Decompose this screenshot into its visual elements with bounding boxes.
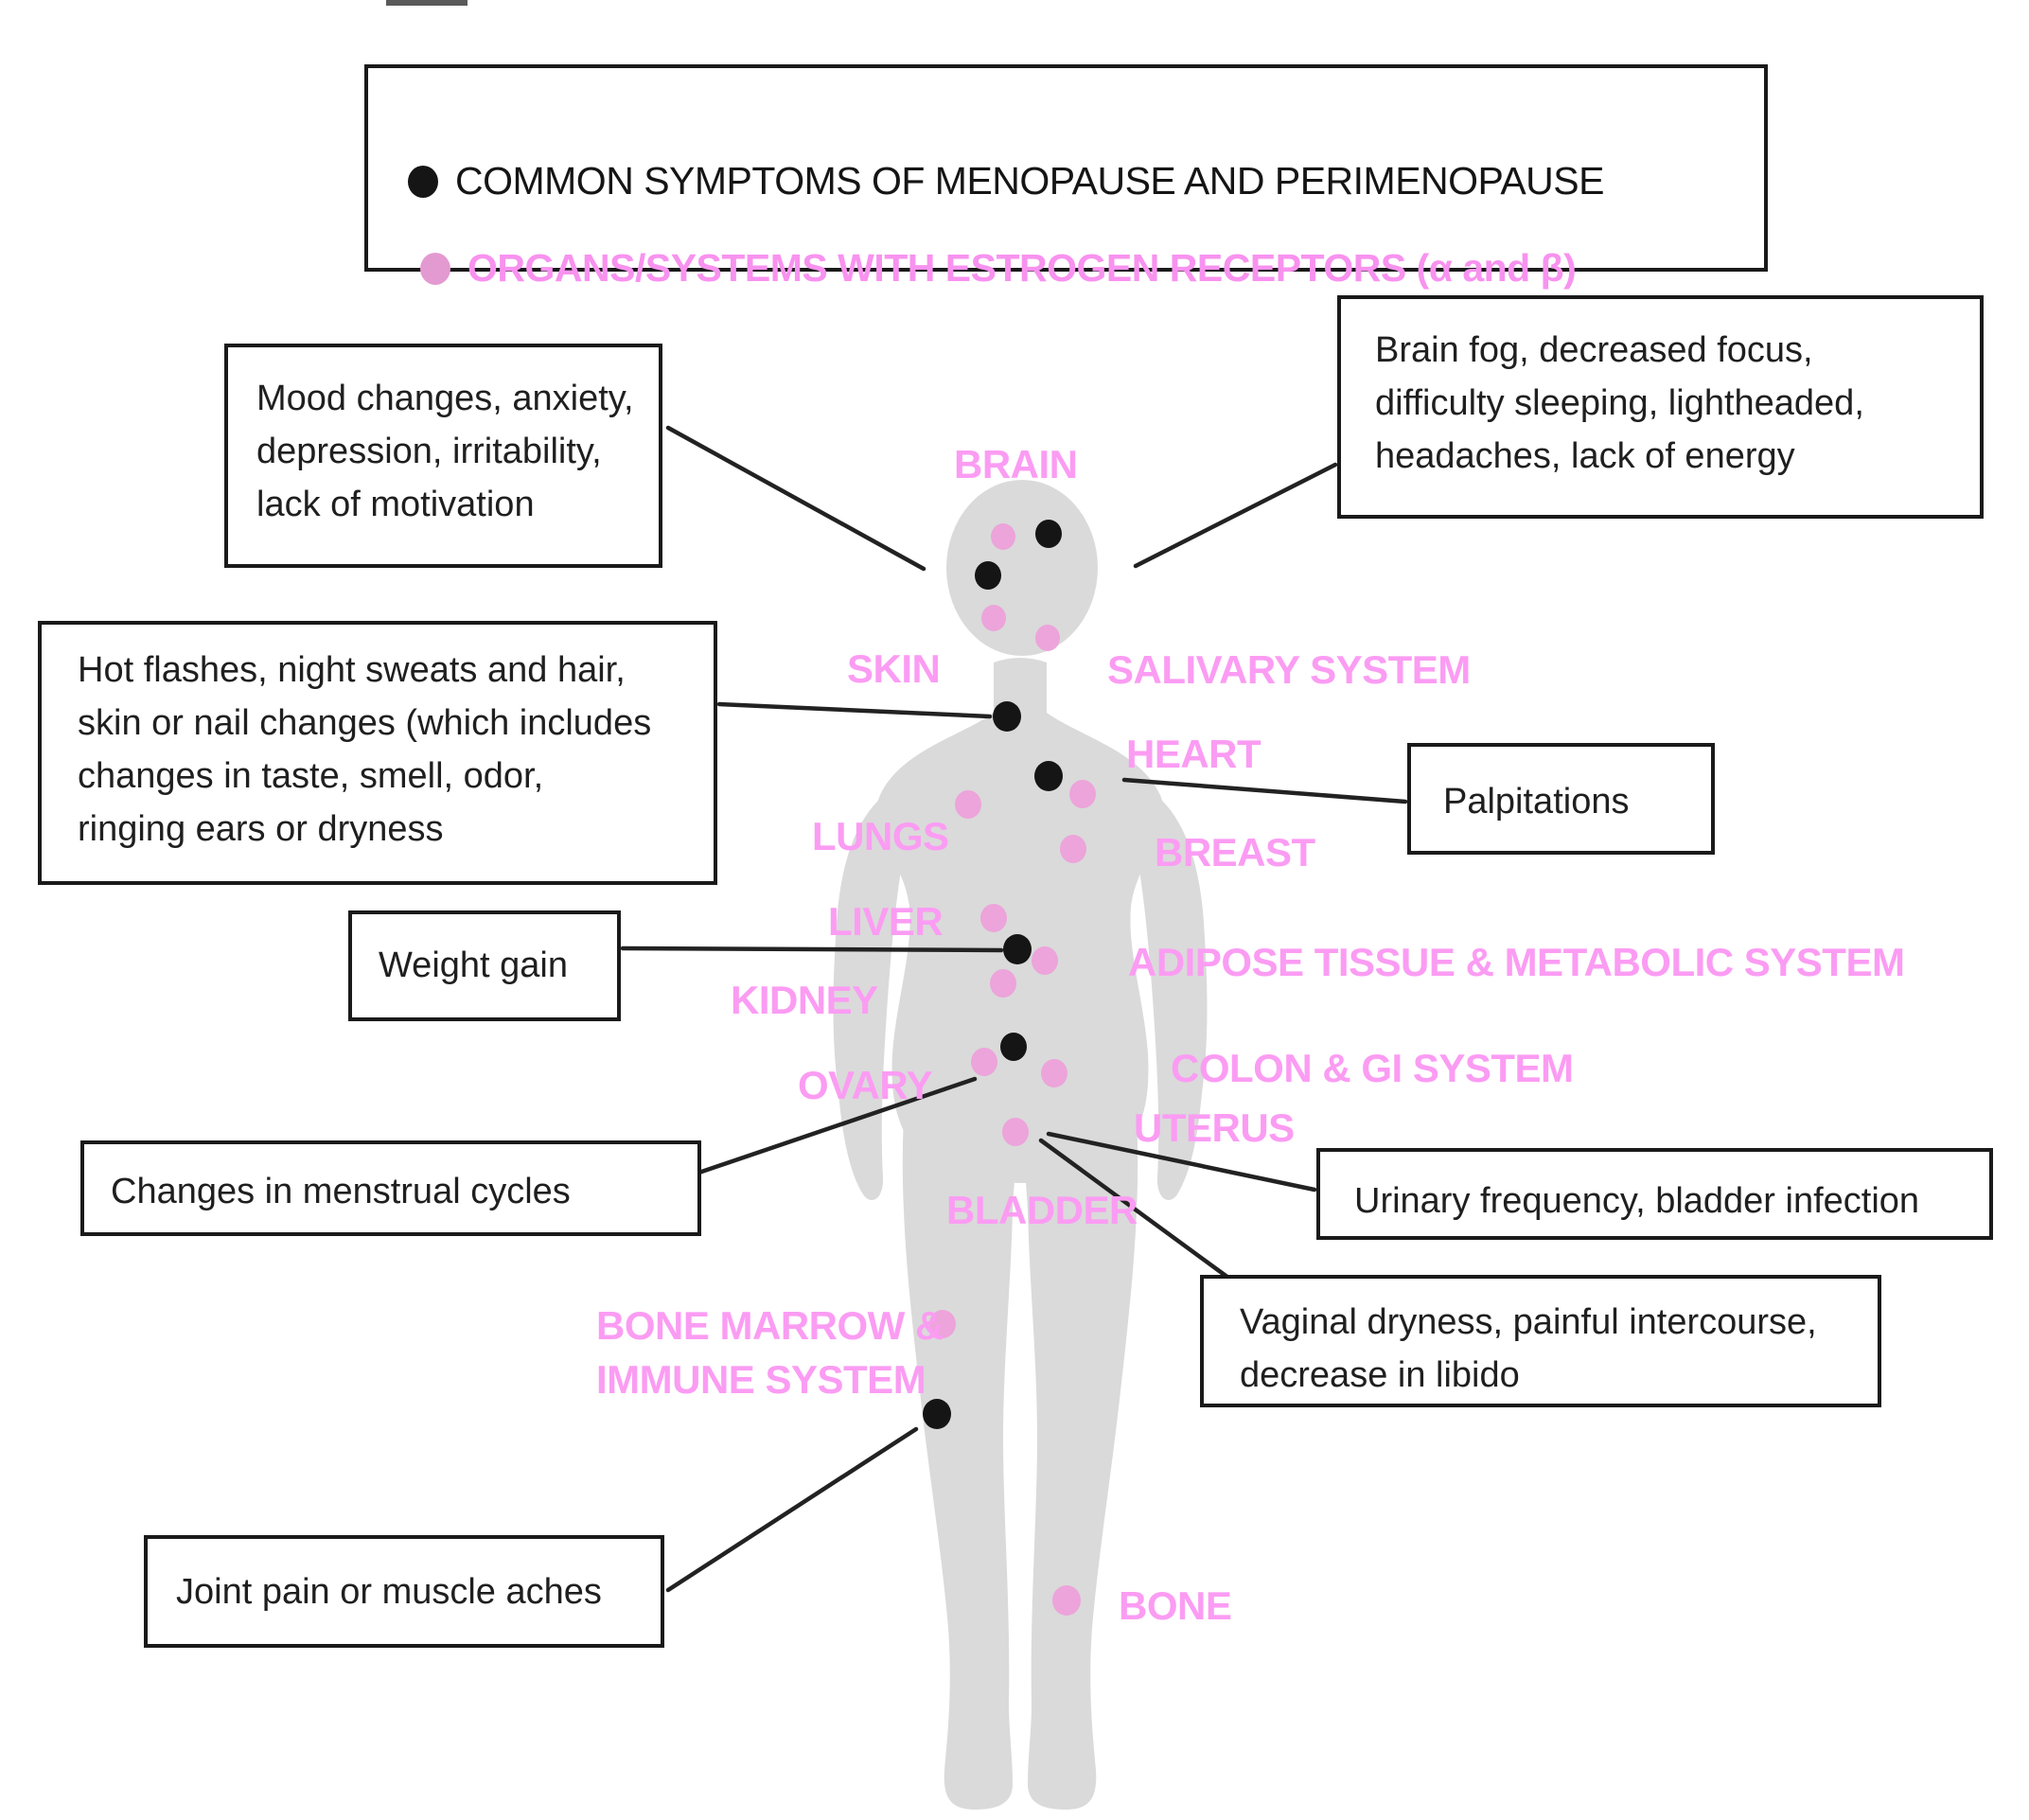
- skin-symptom-dot: [993, 701, 1021, 732]
- connector-line-bladder-dot-to-urinary-box: [1046, 1131, 1317, 1193]
- organ-label-bone: BONE: [1119, 1583, 1232, 1628]
- skin-receptor-dot: [981, 605, 1006, 631]
- lungs-receptor-dot: [955, 790, 981, 819]
- organ-label-liver: LIVER: [828, 899, 944, 944]
- connector-line-weight-gain-box-to-waist-dot: [620, 945, 1004, 953]
- organ-label-skin: SKIN: [847, 646, 941, 691]
- connector-line-mood-box-to-head: [665, 425, 926, 572]
- organ-label-salivary: SALIVARY SYSTEM: [1107, 647, 1471, 692]
- breast-receptor-2-dot: [1060, 835, 1086, 863]
- connector-line-bladder-dot-to-vaginal-box: [1038, 1138, 1231, 1281]
- cropped-edge-fragment: [386, 0, 468, 6]
- body-right-leg: [1020, 1097, 1138, 1810]
- symptom-box-vaginal: Vaginal dryness, painful intercourse, de…: [1200, 1275, 1881, 1407]
- symptom-box-palpitations: Palpitations: [1407, 743, 1715, 855]
- organ-label-kidney: KIDNEY: [731, 978, 878, 1022]
- pelvis-symptom-dot: [1000, 1033, 1027, 1061]
- organ-label-adipose: ADIPOSE TISSUE & METABOLIC SYSTEM: [1128, 940, 1905, 984]
- adipose-receptor-dot: [1032, 946, 1058, 975]
- connector-line-menstrual-box-to-ovary-dot: [671, 1076, 978, 1184]
- kidney-receptor-dot: [990, 969, 1016, 998]
- legend-box: COMMON SYMPTOMS OF MENOPAUSE AND PERIMEN…: [364, 64, 1768, 290]
- organ-label-heart: HEART: [1126, 732, 1262, 776]
- heart-symptom-dot: [1034, 761, 1063, 791]
- bladder-receptor-dot: [1002, 1118, 1029, 1146]
- organ-label-breast: BREAST: [1155, 830, 1315, 875]
- salivary-receptor-dot: [1035, 625, 1060, 651]
- connector-line-heart-dot-to-palpitations-box: [1121, 777, 1408, 804]
- organ-label-lungs: LUNGS: [812, 814, 949, 858]
- bone-receptor-dot: [1052, 1585, 1081, 1616]
- organ-label-ovary: OVARY: [798, 1063, 933, 1107]
- symptom-box-brain-fog: Brain fog, decreased focus, difficulty s…: [1337, 295, 1984, 519]
- organ-label-bone-marrow: BONE MARROW & IMMUNE SYSTEM: [596, 1303, 944, 1402]
- symptom-box-weight-gain: Weight gain: [348, 910, 621, 1021]
- legend-row-symptoms: COMMON SYMPTOMS OF MENOPAUSE AND PERIMEN…: [408, 159, 1605, 203]
- head-symptom-dot: [975, 561, 1001, 590]
- legend-symptoms-label: COMMON SYMPTOMS OF MENOPAUSE AND PERIMEN…: [455, 159, 1605, 203]
- symptom-box-urinary: Urinary frequency, bladder infection: [1316, 1148, 1993, 1240]
- bone-marrow-receptor-dot: [929, 1310, 956, 1338]
- joint-symptom-dot: [923, 1399, 951, 1429]
- body-head: [946, 480, 1098, 656]
- organ-label-brain: BRAIN: [954, 442, 1078, 486]
- organ-label-bladder: BLADDER: [946, 1188, 1138, 1232]
- organ-label-colon: COLON & GI SYSTEM: [1171, 1046, 1574, 1090]
- organ-label-uterus: UTERUS: [1134, 1105, 1295, 1150]
- colon-receptor-dot: [1041, 1059, 1067, 1087]
- body-right-arm: [1134, 797, 1208, 1200]
- body-left-leg: [902, 1097, 1020, 1810]
- brain-receptor-dot: [991, 523, 1015, 550]
- brain-symptom-dot: [1035, 520, 1062, 548]
- breast-receptor-1-dot: [1069, 780, 1096, 808]
- pink-dot-icon: [420, 252, 450, 285]
- liver-receptor-dot: [980, 904, 1007, 932]
- body-left-arm: [833, 797, 907, 1200]
- symptom-box-hot-flashes: Hot flashes, night sweats and hair, skin…: [38, 621, 717, 885]
- connector-line-brain-fog-box-to-head: [1133, 462, 1338, 569]
- legend-row-organs: ORGANS/SYSTEMS WITH ESTROGEN RECEPTORS (…: [420, 246, 1577, 291]
- legend-organs-label: ORGANS/SYSTEMS WITH ESTROGEN RECEPTORS (…: [468, 246, 1577, 290]
- symptom-box-menstrual: Changes in menstrual cycles: [80, 1140, 701, 1236]
- weight-symptom-dot: [1003, 934, 1032, 964]
- connector-line-hot-flashes-box-to-skin-dot: [716, 701, 993, 719]
- connector-line-joint-pain-box-to-knee-dot: [665, 1426, 919, 1593]
- ovary-receptor-dot: [971, 1048, 997, 1076]
- black-dot-icon: [408, 165, 438, 198]
- symptom-box-mood: Mood changes, anxiety, depression, irrit…: [224, 344, 662, 568]
- symptom-box-joint-pain: Joint pain or muscle aches: [144, 1535, 664, 1648]
